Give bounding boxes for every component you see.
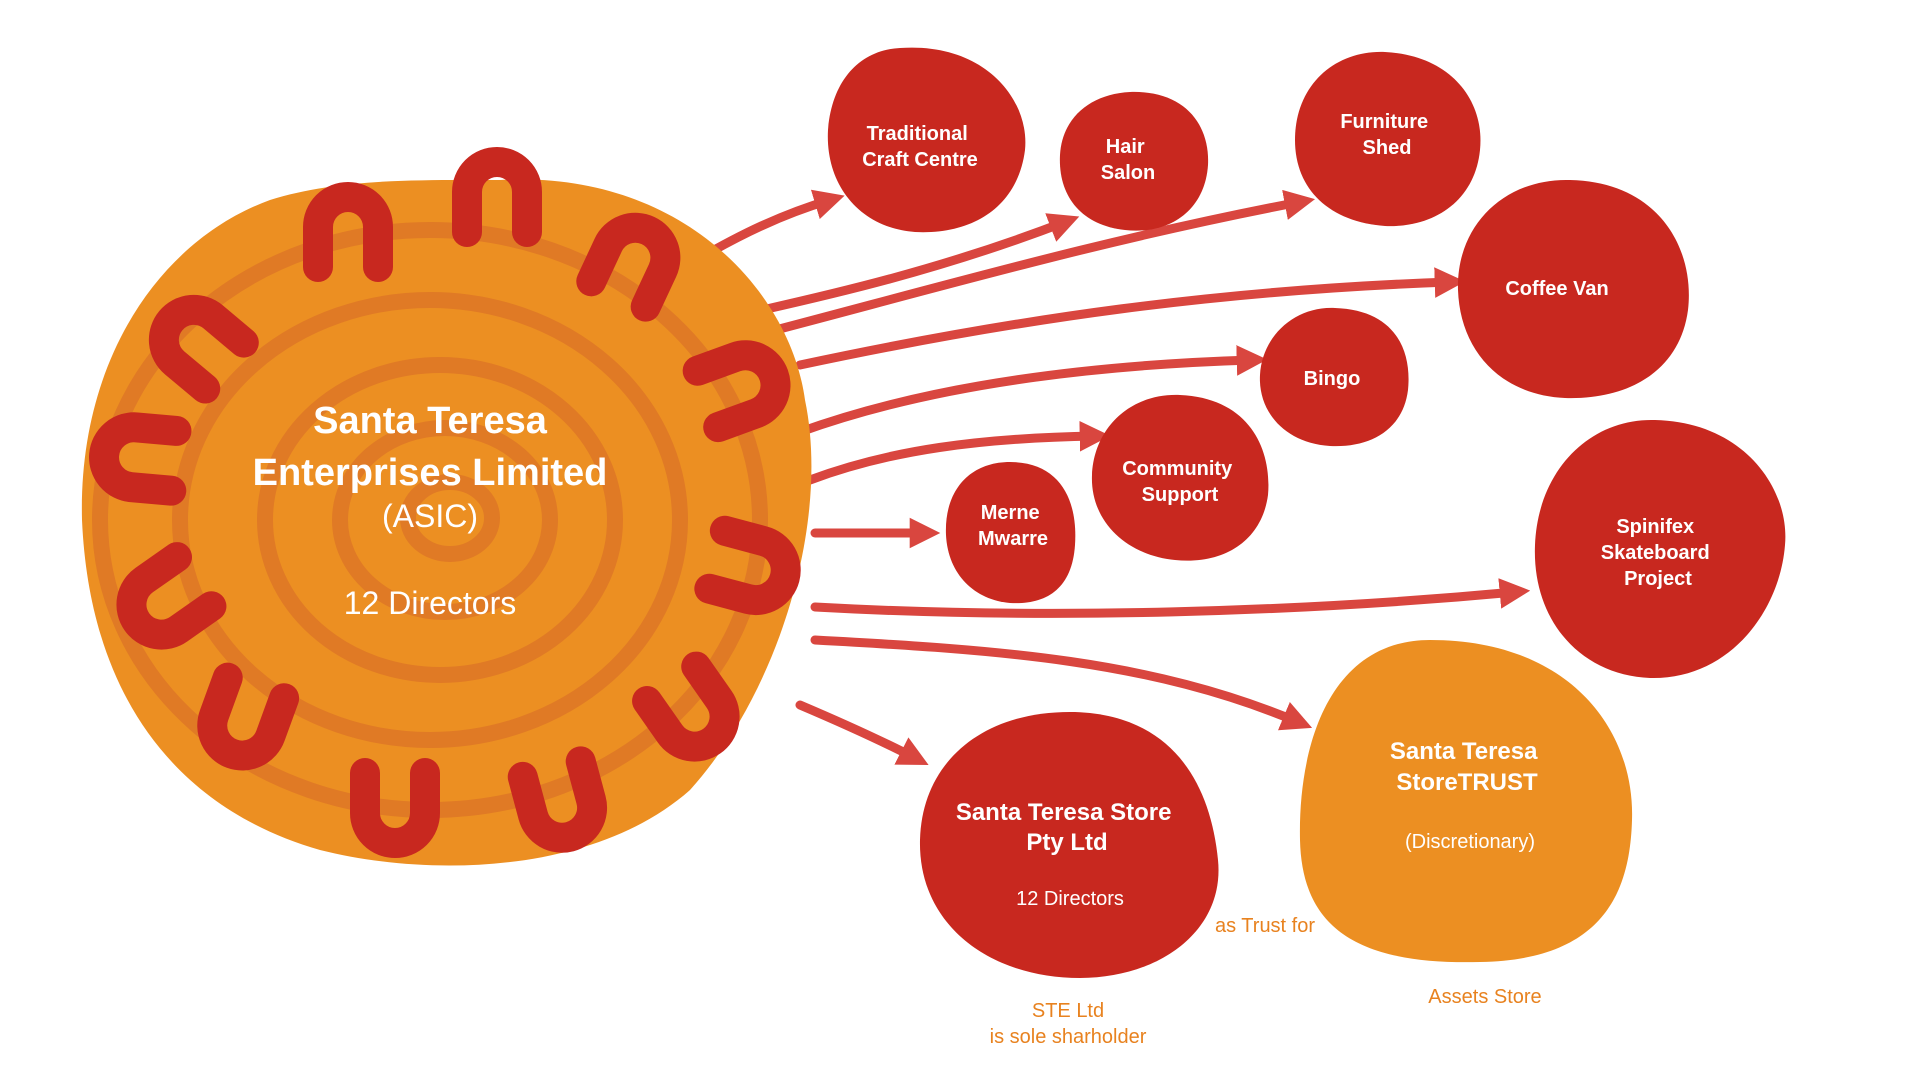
svg-text:Furniture Shed: Furniture Shed bbox=[1340, 111, 1433, 159]
arrow-to-furniture-shed bbox=[740, 189, 1316, 343]
node-hair-line2: Salon bbox=[1101, 162, 1155, 184]
store-note-line1: STE Ltd bbox=[1032, 1000, 1104, 1022]
trust-note: Assets Store bbox=[1428, 986, 1541, 1008]
node-craft-line1: Traditional bbox=[867, 123, 968, 145]
node-merne-line1: Merne bbox=[981, 502, 1040, 524]
node-furniture-line1: Furniture bbox=[1340, 111, 1428, 133]
node-spinifex-line2: Skateboard bbox=[1601, 542, 1710, 564]
arrow-to-store-pty bbox=[795, 700, 929, 765]
arrow-to-store-trust bbox=[810, 635, 1313, 731]
svg-text:Traditional Craft Centre: Traditional Craft Centre bbox=[862, 123, 978, 171]
node-spinifex-line3: Project bbox=[1624, 568, 1692, 590]
node-coffee-van: Coffee Van bbox=[1457, 179, 1689, 399]
trust-title-line1: Santa Teresa bbox=[1390, 738, 1538, 765]
node-spinifex-line1: Spinifex bbox=[1616, 516, 1694, 538]
svg-text:Spinifex Skateboard: Spinifex Skateboard Project bbox=[1601, 516, 1716, 590]
main-entity-directors: 12 Directors bbox=[344, 585, 517, 621]
store-note-line2: is sole sharholder bbox=[990, 1026, 1147, 1048]
node-santa-teresa-store-trust: Santa Teresa StoreTRUST (Discretionary) bbox=[1299, 640, 1633, 963]
svg-text:Hair Salon: Hair Salon bbox=[1101, 136, 1155, 184]
node-hair-line1: Hair bbox=[1106, 136, 1145, 158]
arrow-to-community-support bbox=[805, 420, 1111, 485]
trust-subtitle: (Discretionary) bbox=[1405, 831, 1535, 853]
node-merne-mwarre: Merne Mwarre bbox=[945, 462, 1076, 604]
trust-title-line2: StoreTRUST bbox=[1396, 769, 1538, 796]
node-furniture-line2: Shed bbox=[1363, 137, 1412, 159]
store-title-line2: Pty Ltd bbox=[1026, 829, 1107, 856]
node-hair-salon: Hair Salon bbox=[1059, 91, 1209, 231]
relation-label-as-trust-for: as Trust for bbox=[1215, 915, 1315, 937]
arrow-to-hair-salon bbox=[735, 213, 1080, 320]
node-coffee-line1: Coffee Van bbox=[1505, 278, 1608, 300]
arrow-to-bingo bbox=[795, 345, 1268, 437]
node-bingo: Bingo bbox=[1259, 307, 1409, 447]
node-furniture-shed: Furniture Shed bbox=[1295, 51, 1481, 227]
connector-arrows bbox=[695, 189, 1531, 765]
node-spinifex-skateboard-project: Spinifex Skateboard Project bbox=[1534, 419, 1786, 679]
node-craft-line2: Craft Centre bbox=[862, 149, 978, 171]
main-entity-u-symbols bbox=[89, 147, 801, 858]
arrow-to-craft-centre bbox=[695, 189, 845, 263]
svg-text:Santa Teresa Store Pty L: Santa Teresa Store Pty Ltd bbox=[956, 799, 1178, 856]
svg-text:Santa Teresa StoreTRUST: Santa Teresa StoreTRUST bbox=[1390, 738, 1544, 796]
main-entity: Santa Teresa Enterprises Limited (ASIC) … bbox=[81, 147, 812, 866]
store-directors: 12 Directors bbox=[1016, 888, 1124, 910]
svg-text:Community Support: Community Support bbox=[1122, 458, 1238, 506]
node-community-line1: Community bbox=[1122, 458, 1233, 480]
node-community-support: Community Support bbox=[1091, 394, 1269, 561]
node-community-line2: Support bbox=[1142, 484, 1219, 506]
node-santa-teresa-store-pty: Santa Teresa Store Pty Ltd 12 Directors bbox=[919, 711, 1219, 978]
node-bingo-line1: Bingo bbox=[1304, 368, 1361, 390]
main-entity-subtitle: (ASIC) bbox=[382, 498, 478, 534]
main-entity-title-line1: Santa Teresa bbox=[313, 400, 548, 442]
node-traditional-craft-centre: Traditional Craft Centre bbox=[827, 47, 1026, 233]
svg-text:Merne Mwarre: Merne Mwarre bbox=[978, 502, 1048, 550]
node-merne-line2: Mwarre bbox=[978, 528, 1048, 550]
store-title-line1: Santa Teresa Store bbox=[956, 799, 1172, 826]
arrow-to-spinifex bbox=[810, 578, 1531, 618]
arrow-to-coffee-van bbox=[795, 267, 1466, 370]
main-entity-title-line2: Enterprises Limited bbox=[253, 452, 608, 494]
